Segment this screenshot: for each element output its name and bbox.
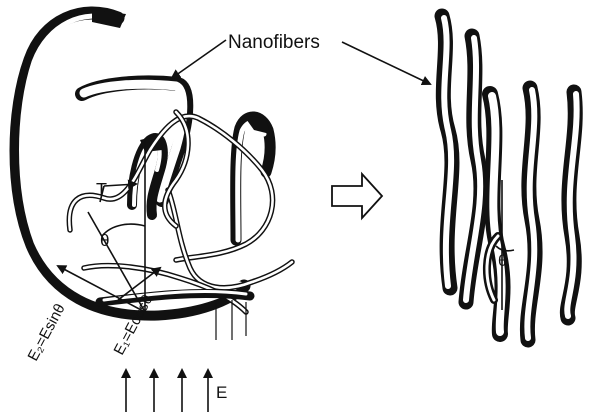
field-label: E [216, 383, 227, 402]
theta-right-label: θ [498, 253, 507, 270]
tension-label: T [96, 180, 107, 200]
aligned-fiber-1 [442, 16, 452, 288]
aligned-fiber-2 [466, 36, 481, 302]
nanofibers-pointer-right [342, 42, 430, 84]
e2-label: E₂=Esinθ [25, 301, 69, 364]
nanofibers-pointer-left [172, 40, 226, 78]
hollow-right-arrow-icon [332, 174, 382, 218]
aligned-fiber-bundle [442, 16, 577, 340]
aligned-fiber-4 [527, 88, 535, 340]
theta-left-label: θ [100, 231, 109, 250]
field-arrows [126, 370, 208, 412]
aligned-fiber-5 [567, 92, 576, 318]
tangled-fiber-bundle [16, 10, 292, 340]
nanofibers-label: Nanofibers [228, 32, 320, 53]
